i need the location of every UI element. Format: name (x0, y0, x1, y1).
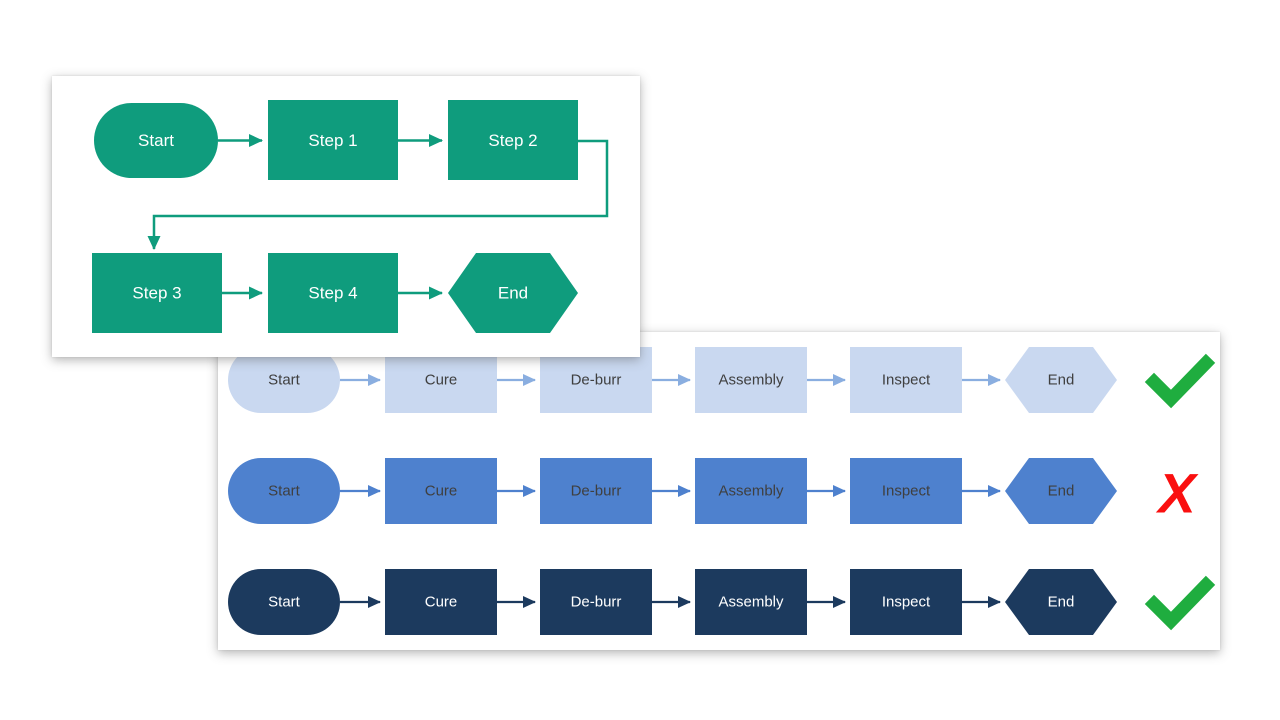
node-label: Inspect (882, 594, 931, 611)
flow-node-step1: Step 1 (268, 100, 398, 180)
flow-node-cure: Cure (385, 347, 497, 413)
flow-node-end: End (1005, 347, 1117, 413)
connector-elbow-step2-step3 (147, 139, 609, 250)
process-variants-svg: Start Cure De-burr Assembly Inspect (228, 347, 1216, 635)
flow-node-step3-label: Step 3 (132, 284, 181, 303)
flow-node-step1-label: Step 1 (308, 131, 357, 150)
process-row-dark: Start Cure De-burr Assembly Inspect (228, 569, 1216, 635)
flow-node-step4: Step 4 (268, 253, 398, 333)
node-label: Cure (425, 594, 458, 611)
node-label: De-burr (571, 594, 622, 611)
flow-node-cure: Cure (385, 569, 497, 635)
node-label: Cure (425, 372, 458, 389)
flow-node-assembly: Assembly (695, 569, 807, 635)
flow-node-deburr: De-burr (540, 458, 652, 524)
node-label: End (1048, 483, 1075, 500)
flow-node-end-label: End (498, 284, 528, 303)
flow-node-inspect: Inspect (850, 347, 962, 413)
flow-node-step2-label: Step 2 (488, 131, 537, 150)
flow-node-start: Start (228, 569, 340, 635)
node-label: End (1048, 372, 1075, 389)
flow-node-cure: Cure (385, 458, 497, 524)
node-label: De-burr (571, 372, 622, 389)
node-label: Inspect (882, 483, 931, 500)
flow-node-start: Start (94, 103, 218, 178)
x-icon: X (1155, 462, 1199, 525)
flow-node-step4-label: Step 4 (308, 284, 357, 303)
node-label: End (1048, 594, 1075, 611)
node-label: De-burr (571, 483, 622, 500)
flow-node-deburr: De-burr (540, 569, 652, 635)
flow-node-start: Start (228, 458, 340, 524)
flow-node-assembly: Assembly (695, 458, 807, 524)
flow-node-step2: Step 2 (448, 100, 578, 180)
check-icon (1144, 353, 1216, 409)
flow-node-inspect: Inspect (850, 569, 962, 635)
node-label: Inspect (882, 372, 931, 389)
node-label: Assembly (718, 594, 784, 611)
flow-node-deburr: De-burr (540, 347, 652, 413)
process-row-medium: Start Cure De-burr Assembly Inspect (228, 458, 1199, 525)
flow-node-end: End (1005, 458, 1117, 524)
flow-node-end: End (448, 253, 578, 333)
example-flowchart-svg: Start Step 1 Step 2 Step 3 Step 4 End (92, 100, 609, 333)
flow-node-start: Start (228, 347, 340, 413)
flow-node-start-label: Start (138, 131, 174, 150)
example-flowchart-card: Start Step 1 Step 2 Step 3 Step 4 End (52, 76, 640, 357)
check-icon (1144, 575, 1216, 631)
flow-node-inspect: Inspect (850, 458, 962, 524)
node-label: Assembly (718, 483, 784, 500)
process-variants-card: Start Cure De-burr Assembly Inspect (218, 332, 1220, 650)
node-label: Start (268, 483, 301, 500)
node-label: Start (268, 594, 301, 611)
node-label: Assembly (718, 372, 784, 389)
node-label: Start (268, 372, 301, 389)
flow-node-assembly: Assembly (695, 347, 807, 413)
process-row-light: Start Cure De-burr Assembly Inspect (228, 347, 1216, 413)
node-label: Cure (425, 483, 458, 500)
flow-node-end: End (1005, 569, 1117, 635)
flow-node-step3: Step 3 (92, 253, 222, 333)
